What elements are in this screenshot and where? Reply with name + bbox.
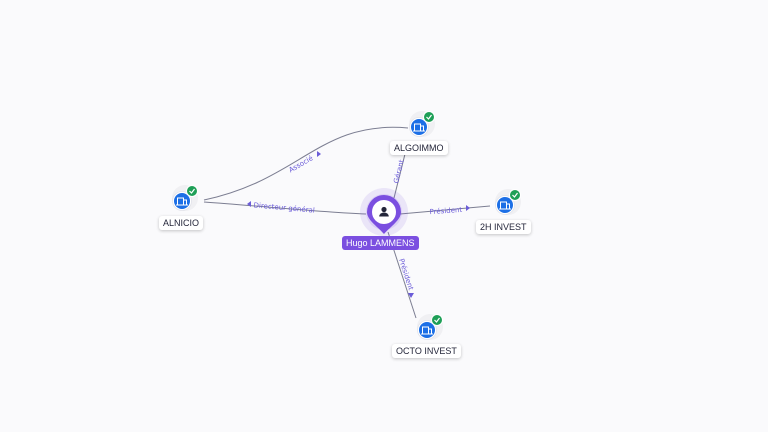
company-node-octo-invest[interactable] — [417, 314, 443, 340]
person-node-center[interactable] — [360, 188, 408, 236]
edge-arrow — [317, 151, 321, 157]
building-icon — [174, 193, 190, 209]
edge-center-2h-invest — [399, 205, 491, 215]
company-node-alnicio[interactable] — [172, 185, 198, 211]
building-icon — [497, 197, 513, 213]
edge-arrow — [466, 205, 470, 211]
edge-label-president-2h: Président — [429, 206, 462, 216]
check-badge-icon — [509, 189, 521, 201]
edge-arrow — [247, 201, 251, 207]
building-icon — [419, 322, 435, 338]
edge-arrow — [408, 293, 414, 298]
company-label-algoimmo[interactable]: ALGOIMMO — [390, 141, 448, 155]
company-node-2h-invest[interactable] — [495, 189, 521, 215]
company-label-octo-invest[interactable]: OCTO INVEST — [392, 344, 461, 358]
check-badge-icon — [431, 314, 443, 326]
check-badge-icon — [186, 185, 198, 197]
building-icon — [411, 119, 427, 135]
check-badge-icon — [423, 111, 435, 123]
edge-label-gerant: Gérant — [392, 159, 406, 185]
person-icon — [379, 206, 389, 217]
company-label-2h-invest[interactable]: 2H INVEST — [476, 220, 531, 234]
company-label-alnicio[interactable]: ALNICIO — [159, 216, 204, 230]
edge-center-alnicio — [203, 201, 367, 215]
company-node-algoimmo[interactable] — [409, 111, 435, 137]
edge-label-associe: Associé — [288, 154, 315, 174]
edge-label-president-octo: Président — [397, 258, 415, 292]
edge-alnicio-algoimmo — [203, 126, 409, 201]
person-label-center[interactable]: Hugo LAMMENS — [342, 236, 419, 250]
edge-label-directeur-general: Directeur général — [253, 201, 315, 214]
